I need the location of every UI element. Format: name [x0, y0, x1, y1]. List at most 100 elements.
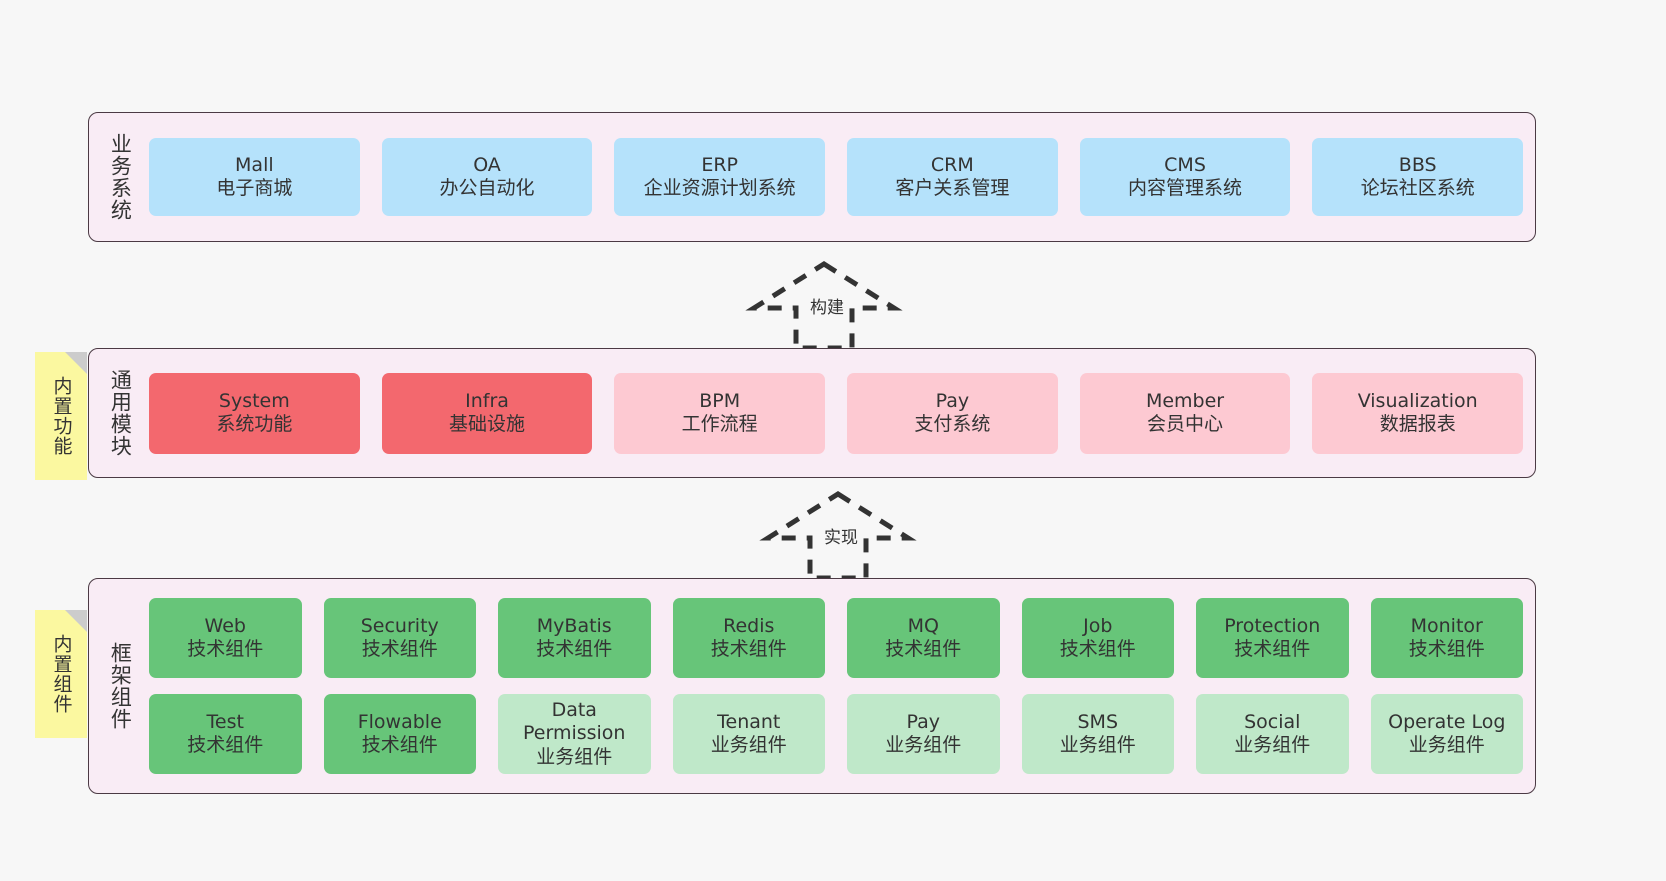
module-infra-name: Infra — [465, 389, 509, 412]
component-social-desc: 业务组件 — [1234, 734, 1311, 756]
component-operate-log[interactable]: Operate Log 业务组件 — [1370, 694, 1523, 774]
module-system-name: System — [218, 389, 290, 412]
component-web-name: Web — [204, 614, 246, 637]
module-erp[interactable]: ERP 企业资源计划系统 — [614, 138, 826, 216]
layer-business-systems-body: Mall 电子商城 OA 办公自动化 ERP 企业资源计划系统 CRM 客户关系… — [143, 113, 1535, 241]
arrow-build: 构建 — [744, 258, 904, 353]
module-mall[interactable]: Mall 电子商城 — [149, 138, 360, 216]
component-pay[interactable]: Pay 业务组件 — [847, 694, 1000, 774]
component-data-permission-name: Data Permission — [523, 699, 626, 745]
component-mq-name: MQ — [907, 614, 939, 637]
module-erp-name: ERP — [701, 153, 739, 176]
module-pay-desc: 支付系统 — [914, 413, 991, 435]
note-fold-corner-icon — [65, 610, 87, 632]
component-tenant[interactable]: Tenant 业务组件 — [672, 694, 825, 774]
module-bpm-desc: 工作流程 — [681, 413, 758, 435]
layer-framework-components-title: 框架组件 — [108, 642, 133, 730]
component-tenant-desc: 业务组件 — [710, 734, 787, 756]
layer-framework-components-row-business: Test 技术组件 Flowable 技术组件 Data Permission … — [149, 694, 1523, 774]
layer-business-systems-title: 业务系统 — [108, 133, 133, 221]
component-tenant-name: Tenant — [717, 710, 781, 733]
module-oa[interactable]: OA 办公自动化 — [381, 138, 593, 216]
module-member[interactable]: Member 会员中心 — [1079, 372, 1291, 454]
component-security[interactable]: Security 技术组件 — [323, 598, 476, 678]
module-bpm-name: BPM — [699, 389, 741, 412]
component-redis-desc: 技术组件 — [710, 638, 787, 660]
module-bbs[interactable]: BBS 论坛社区系统 — [1312, 138, 1524, 216]
component-operate-log-desc: 业务组件 — [1408, 734, 1485, 756]
component-test-desc: 技术组件 — [187, 734, 264, 756]
note-fold-corner-icon — [65, 352, 87, 374]
module-visualization-desc: 数据报表 — [1379, 413, 1456, 435]
module-mall-desc: 电子商城 — [216, 177, 293, 199]
component-monitor[interactable]: Monitor 技术组件 — [1370, 598, 1523, 678]
component-protection-name: Protection — [1224, 614, 1321, 637]
component-flowable-name: Flowable — [357, 710, 442, 733]
component-mq[interactable]: MQ 技术组件 — [847, 598, 1000, 678]
component-flowable[interactable]: Flowable 技术组件 — [323, 694, 476, 774]
component-web[interactable]: Web 技术组件 — [149, 598, 302, 678]
layer-business-systems-row: Mall 电子商城 OA 办公自动化 ERP 企业资源计划系统 CRM 客户关系… — [149, 138, 1524, 216]
layer-common-modules: 通用模块 System 系统功能 Infra 基础设施 BPM 工作流程 Pay… — [88, 348, 1536, 478]
module-bpm[interactable]: BPM 工作流程 — [614, 372, 826, 454]
component-flowable-desc: 技术组件 — [361, 734, 438, 756]
layer-framework-components: 框架组件 Web 技术组件 Security 技术组件 MyBatis 技术组件… — [88, 578, 1536, 794]
module-erp-desc: 企业资源计划系统 — [643, 177, 796, 199]
layer-framework-components-row-technical: Web 技术组件 Security 技术组件 MyBatis 技术组件 Redi… — [149, 598, 1523, 678]
module-cms-name: CMS — [1164, 153, 1206, 176]
layer-common-modules-row: System 系统功能 Infra 基础设施 BPM 工作流程 Pay 支付系统… — [149, 372, 1524, 454]
module-system[interactable]: System 系统功能 — [149, 372, 360, 454]
component-monitor-desc: 技术组件 — [1408, 638, 1485, 660]
component-sms-desc: 业务组件 — [1059, 734, 1136, 756]
component-job-name: Job — [1083, 614, 1113, 637]
module-oa-desc: 办公自动化 — [439, 177, 535, 199]
module-crm-name: CRM — [930, 153, 974, 176]
note-builtin-components: 内置组件 — [35, 610, 87, 738]
module-system-desc: 系统功能 — [216, 413, 293, 435]
arrow-build-label: 构建 — [810, 298, 844, 318]
component-test-name: Test — [206, 710, 244, 733]
component-data-permission-desc: 业务组件 — [536, 745, 613, 768]
module-cms[interactable]: CMS 内容管理系统 — [1079, 138, 1291, 216]
component-job-desc: 技术组件 — [1059, 638, 1136, 660]
component-mq-desc: 技术组件 — [885, 638, 962, 660]
module-infra[interactable]: Infra 基础设施 — [381, 372, 593, 454]
module-member-desc: 会员中心 — [1147, 413, 1224, 435]
module-pay[interactable]: Pay 支付系统 — [847, 372, 1058, 454]
component-test[interactable]: Test 技术组件 — [149, 694, 302, 774]
module-visualization[interactable]: Visualization 数据报表 — [1312, 372, 1524, 454]
component-redis-name: Redis — [723, 614, 775, 637]
layer-common-modules-body: System 系统功能 Infra 基础设施 BPM 工作流程 Pay 支付系统… — [143, 349, 1535, 477]
note-builtin-components-label: 内置组件 — [50, 634, 73, 714]
component-sms-name: SMS — [1077, 710, 1118, 733]
component-security-desc: 技术组件 — [361, 638, 438, 660]
component-mybatis-desc: 技术组件 — [536, 638, 613, 660]
module-mall-name: Mall — [235, 153, 274, 176]
component-data-permission[interactable]: Data Permission 业务组件 — [498, 694, 651, 774]
component-job[interactable]: Job 技术组件 — [1021, 598, 1174, 678]
component-mybatis-name: MyBatis — [536, 614, 612, 637]
module-visualization-name: Visualization — [1357, 389, 1478, 412]
component-protection-desc: 技术组件 — [1234, 638, 1311, 660]
component-protection[interactable]: Protection 技术组件 — [1196, 598, 1349, 678]
arrow-implement: 实现 — [758, 488, 918, 583]
component-sms[interactable]: SMS 业务组件 — [1021, 694, 1174, 774]
arrow-implement-label: 实现 — [824, 528, 858, 548]
component-pay-desc: 业务组件 — [885, 734, 962, 756]
module-oa-name: OA — [473, 153, 501, 176]
note-builtin-features-label: 内置功能 — [50, 376, 73, 456]
component-mybatis[interactable]: MyBatis 技术组件 — [498, 598, 651, 678]
component-social-name: Social — [1244, 710, 1301, 733]
layer-framework-components-body: Web 技术组件 Security 技术组件 MyBatis 技术组件 Redi… — [143, 579, 1535, 793]
component-web-desc: 技术组件 — [187, 638, 264, 660]
component-redis[interactable]: Redis 技术组件 — [672, 598, 825, 678]
module-infra-desc: 基础设施 — [449, 413, 526, 435]
component-pay-name: Pay — [906, 710, 941, 733]
module-bbs-desc: 论坛社区系统 — [1360, 177, 1475, 199]
component-operate-log-name: Operate Log — [1388, 710, 1506, 733]
module-cms-desc: 内容管理系统 — [1128, 177, 1243, 199]
module-crm[interactable]: CRM 客户关系管理 — [847, 138, 1058, 216]
component-social[interactable]: Social 业务组件 — [1196, 694, 1349, 774]
note-builtin-features: 内置功能 — [35, 352, 87, 480]
